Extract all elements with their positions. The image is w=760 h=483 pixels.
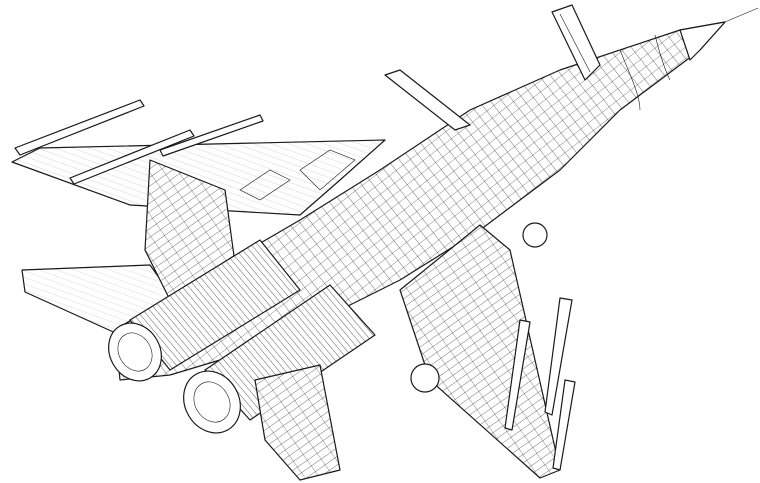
left-engine — [108, 239, 301, 382]
raised-canopy — [551, 4, 601, 81]
right-wing-missiles — [504, 297, 576, 471]
left-wing-missiles — [14, 99, 264, 185]
pitot-probe — [724, 7, 759, 23]
main-wheel — [410, 363, 440, 393]
canard — [384, 69, 471, 131]
right-engine — [183, 284, 376, 434]
right-vertical-tail — [254, 364, 341, 481]
nose-wheel — [522, 222, 548, 248]
left-wing — [11, 139, 386, 216]
